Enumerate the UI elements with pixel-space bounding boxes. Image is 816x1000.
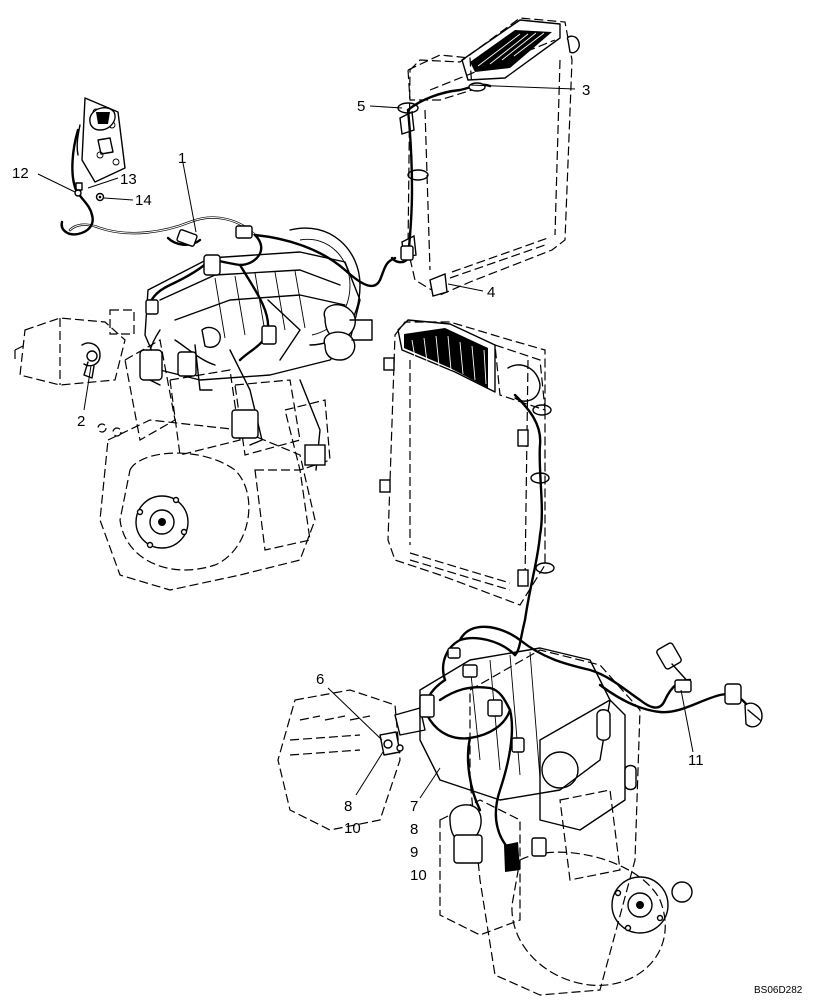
callout-8b: 8: [410, 821, 418, 838]
callout-10a: 10: [344, 820, 361, 837]
callouts: 1 2 3 4 5 6 7 8 10 8 9 10 11 12 13 14: [12, 82, 704, 884]
callout-9: 9: [410, 844, 418, 861]
callout-3: 3: [582, 82, 590, 99]
lower-radiator: [379, 319, 555, 657]
callout-11: 11: [688, 752, 704, 769]
callout-10b: 10: [410, 867, 427, 884]
upper-radiator: [390, 17, 580, 297]
lower-engine-assembly: [277, 647, 693, 996]
harness-1: [60, 128, 397, 362]
callout-4: 4: [487, 284, 495, 301]
callout-12: 12: [12, 165, 29, 182]
callout-6: 6: [316, 671, 324, 688]
drawing-code: BS06D282: [754, 985, 803, 996]
callout-2: 2: [77, 413, 85, 430]
callout-8a: 8: [344, 798, 352, 815]
harness-lower: [419, 625, 763, 857]
callout-7: 7: [410, 798, 418, 815]
callout-5: 5: [357, 98, 365, 115]
callout-14: 14: [135, 192, 152, 209]
callout-1: 1: [178, 150, 186, 167]
leader-lines: [37, 84, 694, 799]
callout-13: 13: [120, 171, 137, 188]
upper-engine-assembly: [14, 227, 373, 591]
switch-bracket: [74, 97, 126, 202]
